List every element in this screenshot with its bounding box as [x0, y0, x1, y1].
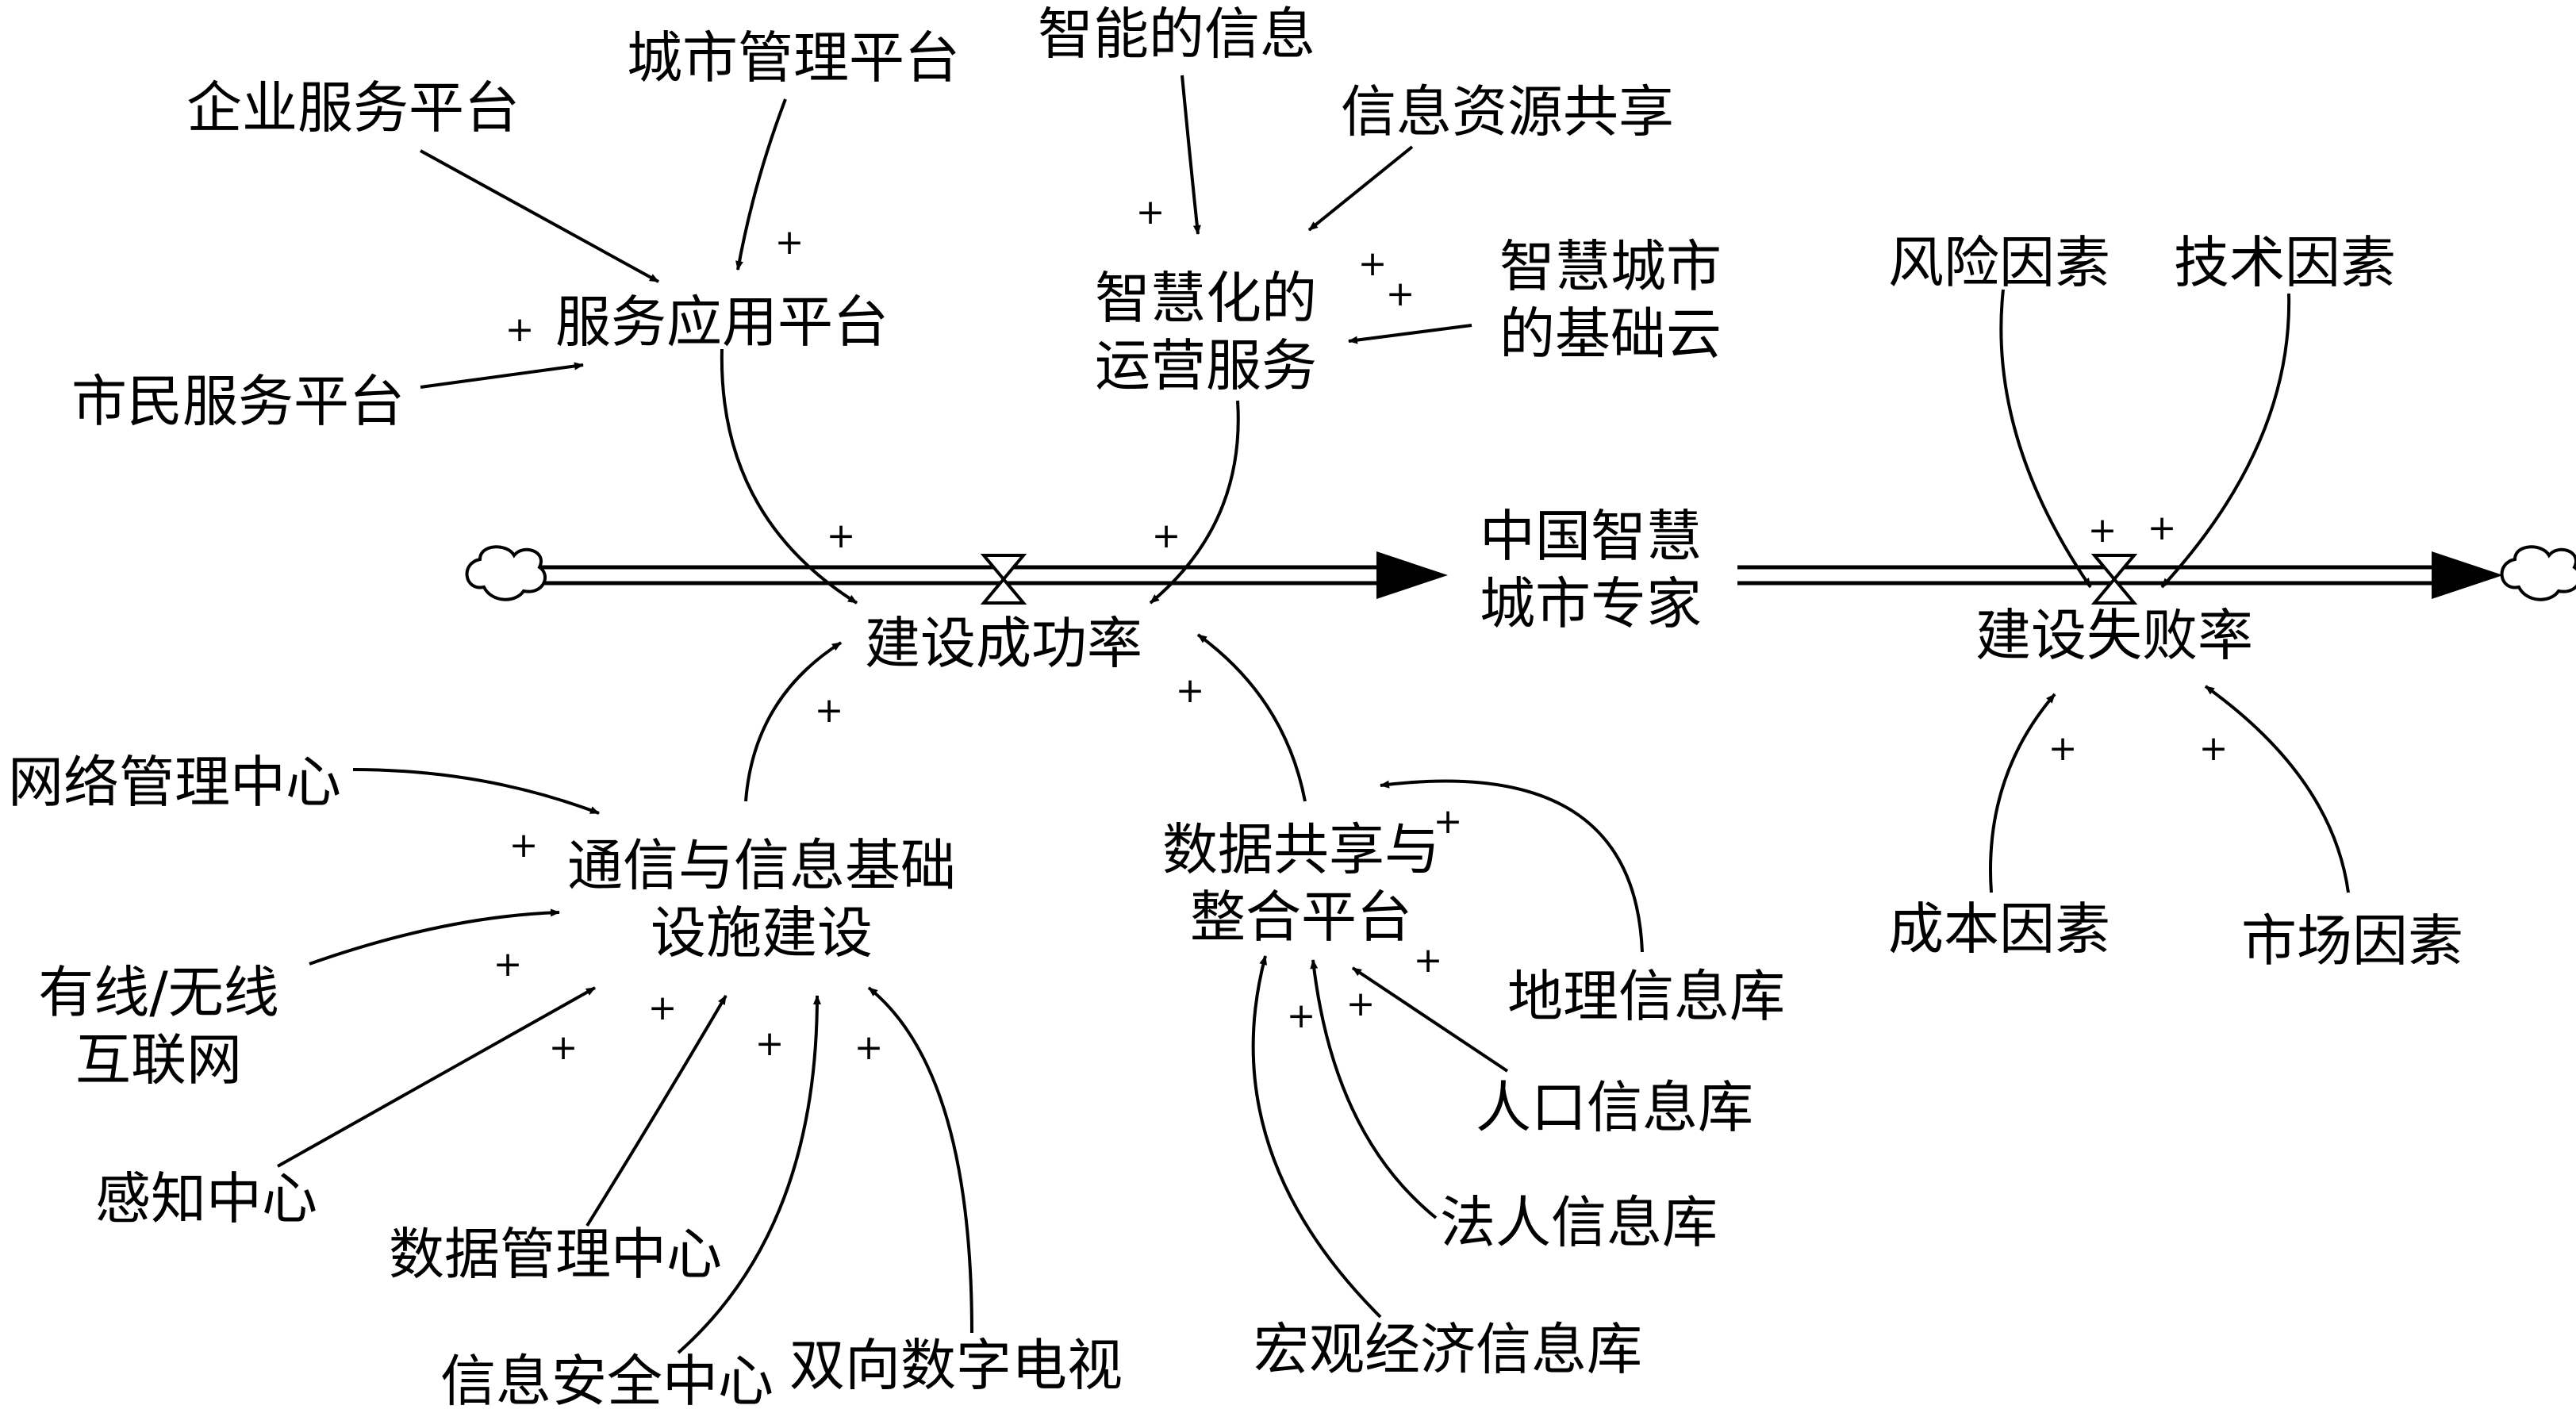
polarity-sign: + [854, 1027, 884, 1068]
node-citizen-platform: 市民服务平台 [71, 369, 405, 434]
arrow-macro-to-datashare [1251, 955, 1382, 1319]
node-legal-person-db: 法人信息库 [1440, 1190, 1718, 1255]
arrow-tv-to-infra [867, 986, 973, 1334]
node-city-mgmt-platform: 城市管理平台 [627, 25, 960, 90]
node-wired-wireless-l1: 有线/无线 [38, 960, 279, 1025]
node-comm-infra-l1: 通信与信息基础 [567, 833, 956, 898]
polarity-sign: + [1434, 801, 1463, 842]
polarity-sign: + [648, 988, 678, 1028]
node-network-center: 网络管理中心 [8, 750, 341, 815]
stock-label-l2: 城市专家 [1480, 571, 1702, 636]
node-labels: 企业服务平台 城市管理平台 智能的信息 信息资源共享 服务应用平台 市民服务平台… [8, 2, 2463, 1413]
arrow-datamgmt-to-infra [585, 994, 727, 1227]
arrow-geo-to-datashare [1380, 779, 1644, 953]
polarity-sign: + [549, 1027, 578, 1068]
node-smart-ops-l2: 运营服务 [1095, 333, 1317, 398]
node-risk-factor: 风险因素 [1888, 230, 2110, 295]
node-digital-tv: 双向数字电视 [789, 1333, 1123, 1398]
arrow-infra-to-success [744, 641, 843, 802]
polarity-sign: + [2048, 728, 2078, 769]
node-smart-city-cloud-l1: 智慧城市 [1499, 234, 1722, 299]
node-data-share-l2: 整合平台 [1190, 885, 1412, 950]
causal-links [277, 75, 2350, 1354]
arrow-cloud-to-ops [1348, 324, 1472, 344]
polarity-sign: + [1287, 996, 1316, 1036]
arrow-cost-to-failure [1989, 693, 2056, 893]
arrow-wired-to-infra [309, 908, 560, 966]
node-smart-info: 智能的信息 [1038, 2, 1315, 67]
polarity-sign: + [2148, 508, 2177, 548]
node-service-app-platform: 服务应用平台 [555, 290, 889, 355]
polarity-sign: + [2199, 728, 2229, 769]
arrow-network-to-infra [352, 768, 600, 815]
polarity-sign: + [1176, 670, 1205, 711]
polarity-sign: + [1358, 244, 1388, 284]
stock-label-l1: 中国智慧 [1480, 504, 1702, 569]
arrow-population-to-datashare [1351, 966, 1509, 1073]
polarity-signs: + + + + + + + + + + + + + + + + + + + + … [493, 192, 2229, 1068]
node-perception-center: 感知中心 [95, 1166, 317, 1231]
polarity-sign: + [505, 309, 535, 350]
arrow-market-to-failure [2204, 685, 2350, 893]
polarity-sign: + [2088, 510, 2117, 551]
arrow-ops-to-success [1149, 400, 1240, 605]
node-failure-rate: 建设失败率 [1975, 603, 2253, 668]
arrow-legal-to-datashare [1310, 959, 1438, 1219]
polarity-sign: + [1414, 940, 1443, 981]
node-market-factor: 市场因素 [2241, 908, 2463, 973]
arrow-enterprise-to-service [420, 149, 659, 283]
polarity-sign: + [509, 825, 539, 866]
polarity-sign: + [1136, 192, 1165, 232]
node-macro-econ-db: 宏观经济信息库 [1253, 1317, 1642, 1382]
polarity-sign: + [815, 690, 844, 731]
source-cloud-icon [465, 545, 547, 601]
polarity-sign: + [1386, 274, 1415, 314]
node-smart-ops-l1: 智慧化的 [1095, 266, 1317, 331]
arrow-smartinfo-to-ops [1181, 75, 1201, 235]
node-data-share-l1: 数据共享与 [1162, 817, 1440, 882]
arrow-citymgmt-to-service [735, 98, 787, 271]
arrow-citizen-to-service [420, 362, 584, 389]
node-info-security-center: 信息安全中心 [440, 1349, 774, 1413]
outflow-valve-icon [2090, 554, 2138, 605]
arrow-security-to-infra [677, 995, 821, 1354]
node-data-mgmt-center: 数据管理中心 [389, 1222, 722, 1287]
polarity-sign: + [775, 222, 804, 263]
node-population-db: 人口信息库 [1476, 1075, 1753, 1140]
node-geo-db: 地理信息库 [1507, 964, 1785, 1029]
arrow-sharing-to-ops [1307, 145, 1414, 232]
polarity-sign: + [493, 944, 523, 985]
node-smart-city-cloud-l2: 的基础云 [1499, 301, 1722, 367]
arrow-risk-to-failure [1999, 289, 2092, 589]
arrow-datashare-to-success [1196, 633, 1307, 802]
polarity-sign: + [755, 1023, 785, 1064]
inflow-valve-icon [980, 554, 1027, 605]
arrow-tech-to-failure [2160, 293, 2291, 589]
node-success-rate: 建设成功率 [865, 611, 1142, 676]
polarity-sign: + [1346, 984, 1376, 1024]
sink-cloud-icon [2500, 545, 2576, 601]
node-comm-infra-l2: 设施建设 [651, 900, 873, 966]
node-cost-factor: 成本因素 [1888, 897, 2110, 962]
inflow-pipe [539, 551, 1448, 599]
node-tech-factor: 技术因素 [2174, 230, 2396, 295]
node-enterprise-platform: 企业服务平台 [186, 75, 520, 140]
arrow-service-to-success [720, 348, 858, 605]
arrow-perception-to-infra [277, 986, 596, 1168]
polarity-sign: + [827, 516, 856, 556]
node-wired-wireless-l2: 互联网 [75, 1027, 242, 1092]
node-info-resource-sharing: 信息资源共享 [1341, 79, 1674, 144]
polarity-sign: + [1152, 516, 1181, 556]
